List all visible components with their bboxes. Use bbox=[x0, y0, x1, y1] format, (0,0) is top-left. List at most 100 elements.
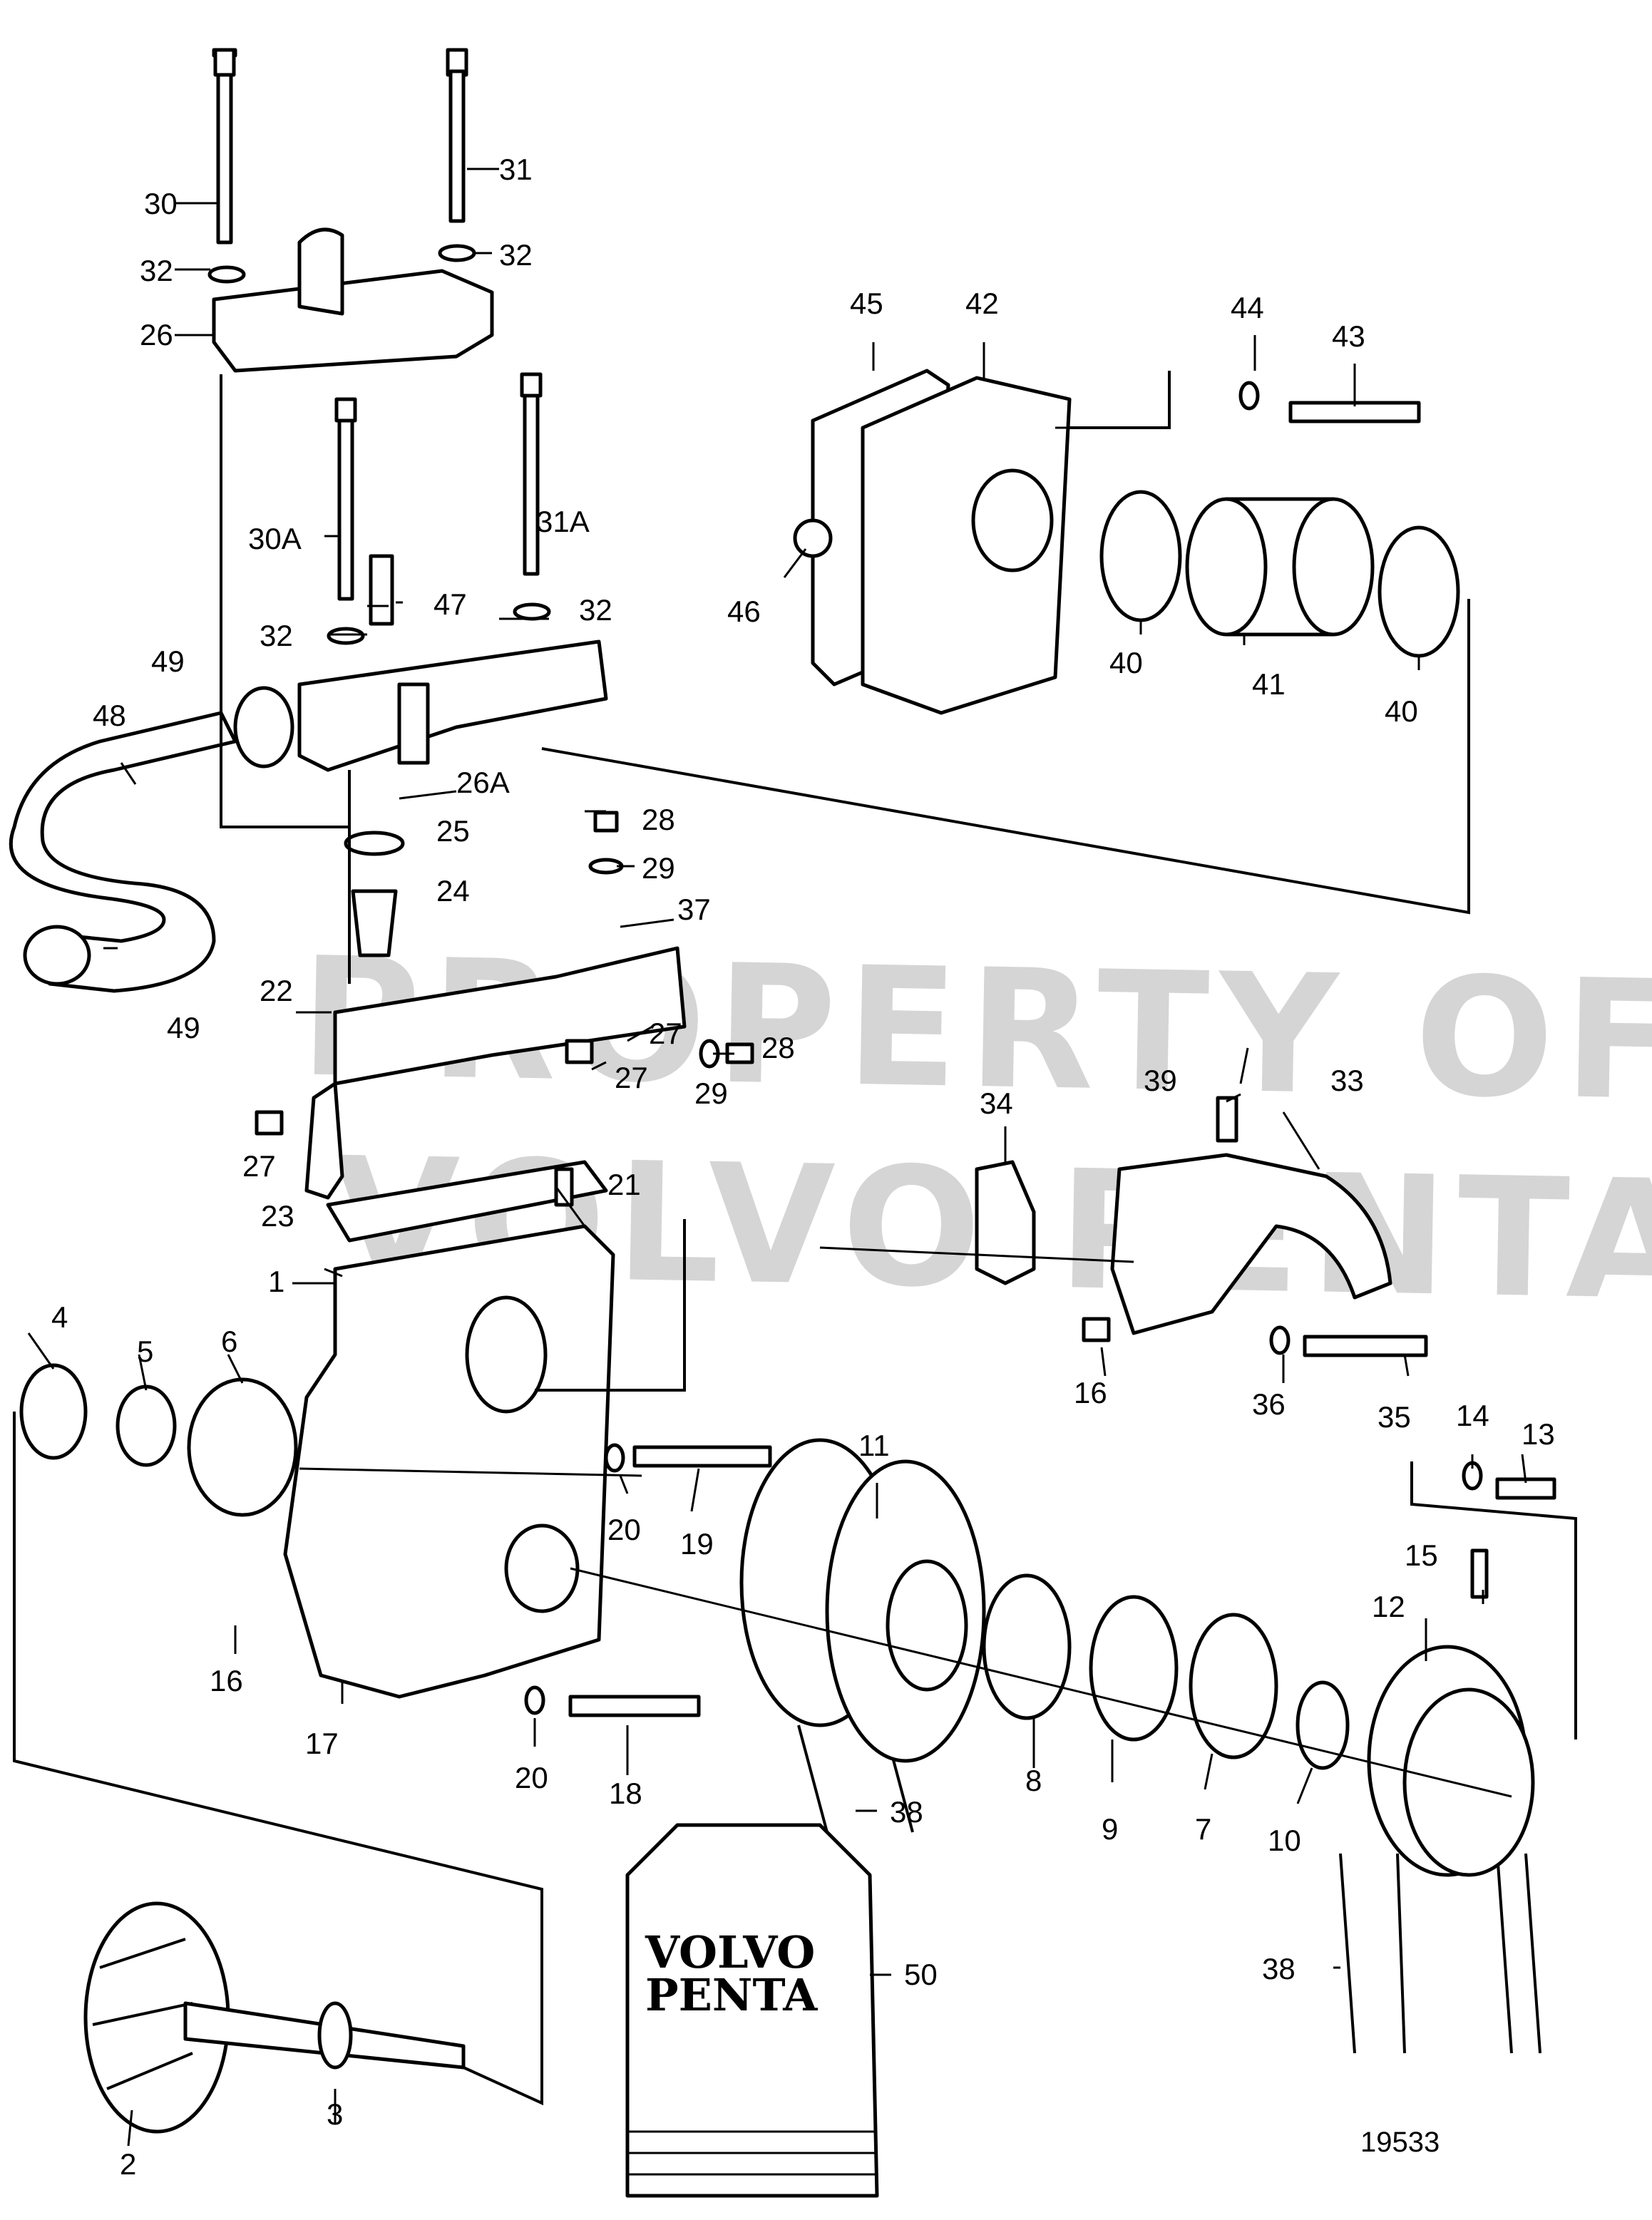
hose-clamp-49-bottom bbox=[23, 925, 91, 986]
hose-41-right-end bbox=[1292, 497, 1375, 637]
callout-33: 33 bbox=[1330, 1064, 1364, 1097]
hose-clamp-49-top bbox=[233, 686, 294, 769]
callout-labels: 1 2 3 4 5 6 7 8 9 10 11 12 13 14 15 16 1… bbox=[51, 153, 1555, 2181]
bolt-35 bbox=[1303, 1335, 1428, 1357]
plug-27-mid bbox=[565, 1039, 594, 1064]
exchanger-cover-group bbox=[793, 369, 1460, 715]
bolt-31 bbox=[448, 69, 466, 223]
callout-tick-marks bbox=[27, 168, 1527, 2147]
pulley-11-hub bbox=[886, 1559, 968, 1692]
hose-group bbox=[9, 686, 294, 993]
callout-12: 12 bbox=[1372, 1590, 1405, 1623]
callout-27-left: 27 bbox=[242, 1149, 276, 1183]
pin-15 bbox=[1470, 1548, 1489, 1599]
callout-20-top: 20 bbox=[607, 1513, 641, 1546]
nipple-39 bbox=[1216, 1096, 1238, 1143]
manual-page-lines bbox=[627, 2130, 877, 2176]
leader-elbow bbox=[535, 1219, 686, 1392]
bearing-7 bbox=[1189, 1613, 1278, 1759]
thermostat-housing-group bbox=[255, 811, 754, 1243]
manual-50: VOLVO PENTA bbox=[625, 1823, 879, 2198]
callout-27-mid: 27 bbox=[615, 1061, 648, 1094]
callout-6: 6 bbox=[221, 1325, 237, 1358]
outlet-elbow-group bbox=[975, 1096, 1428, 1357]
bearing-8 bbox=[982, 1573, 1072, 1720]
cover-42-outlet bbox=[971, 468, 1054, 572]
leader-lines bbox=[13, 371, 1577, 2106]
callout-3: 3 bbox=[327, 2097, 343, 2131]
callout-28-top: 28 bbox=[642, 803, 675, 836]
callout-31a: 31A bbox=[536, 505, 590, 538]
bolt-30a-head bbox=[334, 397, 357, 423]
callout-29-right: 29 bbox=[694, 1076, 728, 1110]
front-seal-group bbox=[19, 1363, 298, 1517]
manual-logo-volvo: VOLVO bbox=[645, 1926, 815, 1978]
end-cover-42 bbox=[861, 376, 1072, 715]
callout-16-right: 16 bbox=[1074, 1376, 1107, 1409]
callout-4: 4 bbox=[51, 1300, 68, 1334]
callout-28-right: 28 bbox=[761, 1031, 795, 1064]
callout-13: 13 bbox=[1522, 1417, 1555, 1451]
callout-38-left: 38 bbox=[890, 1795, 923, 1829]
callout-2: 2 bbox=[120, 2147, 136, 2181]
leader-bolt-43 bbox=[1069, 371, 1171, 429]
sensor-47 bbox=[369, 554, 394, 626]
callout-9: 9 bbox=[1102, 1812, 1118, 1846]
callout-35: 35 bbox=[1377, 1400, 1411, 1434]
callout-11: 11 bbox=[858, 1429, 890, 1462]
callout-26: 26 bbox=[140, 318, 173, 351]
callout-1: 1 bbox=[268, 1265, 284, 1298]
callout-18: 18 bbox=[609, 1777, 642, 1810]
bolt-30 bbox=[216, 69, 233, 245]
washer-20-top bbox=[604, 1443, 625, 1473]
gasket-23 bbox=[326, 1160, 608, 1243]
drive-belt-38-right bbox=[1339, 1853, 1541, 2054]
callout-40-right: 40 bbox=[1385, 694, 1418, 728]
manual-logo-penta: PENTA bbox=[645, 1969, 818, 2021]
manifold-26a bbox=[297, 639, 608, 772]
callout-17: 17 bbox=[305, 1727, 339, 1760]
manual-booklet bbox=[625, 1823, 879, 2198]
washer-32-left-top bbox=[207, 265, 246, 284]
bolt-19 bbox=[632, 1445, 772, 1468]
leader-impeller bbox=[13, 1412, 543, 2106]
bolt-18 bbox=[568, 1695, 701, 1717]
spacer-9 bbox=[1089, 1595, 1179, 1742]
callout-15: 15 bbox=[1405, 1538, 1438, 1572]
callout-31: 31 bbox=[499, 153, 533, 186]
callout-29-top: 29 bbox=[642, 851, 675, 885]
shaft-3-collar bbox=[317, 2001, 353, 2070]
plug-27-left bbox=[255, 1110, 284, 1136]
bolt-31a bbox=[523, 394, 540, 576]
thermostat-24 bbox=[351, 889, 398, 957]
callout-19: 19 bbox=[680, 1527, 714, 1561]
callout-14: 14 bbox=[1456, 1399, 1489, 1432]
hose-41-left-end bbox=[1185, 497, 1268, 637]
manifold-26a-stub bbox=[397, 682, 430, 765]
impeller-vanes bbox=[92, 1938, 193, 2090]
bearing-6 bbox=[187, 1377, 298, 1517]
callout-16-left: 16 bbox=[210, 1664, 243, 1697]
callout-27-upper: 27 bbox=[649, 1017, 682, 1050]
callout-44: 44 bbox=[1231, 291, 1264, 324]
callout-45: 45 bbox=[850, 287, 883, 320]
callout-48: 48 bbox=[93, 699, 126, 732]
bolt-30-top bbox=[213, 48, 236, 77]
pulley-12-group bbox=[1339, 1461, 1556, 2054]
thermostat-cover-26 bbox=[212, 269, 494, 373]
leader-shaft-axis bbox=[570, 1567, 1512, 1798]
hose-clamp-40-left bbox=[1099, 490, 1182, 622]
hose-48 bbox=[9, 711, 237, 993]
callout-30a: 30A bbox=[248, 522, 302, 555]
callout-46: 46 bbox=[727, 595, 761, 628]
pulley-assembly-group bbox=[739, 1438, 1350, 1833]
callout-8: 8 bbox=[1025, 1764, 1042, 1797]
callout-23: 23 bbox=[261, 1199, 294, 1233]
cover-26-outlet-pipe bbox=[297, 227, 344, 316]
callout-22: 22 bbox=[260, 974, 293, 1007]
callout-25: 25 bbox=[436, 814, 470, 848]
plug-28-top bbox=[593, 811, 619, 833]
leader-cover-26 bbox=[220, 374, 349, 828]
seal-4 bbox=[19, 1363, 88, 1460]
callout-50: 50 bbox=[904, 1958, 938, 1991]
